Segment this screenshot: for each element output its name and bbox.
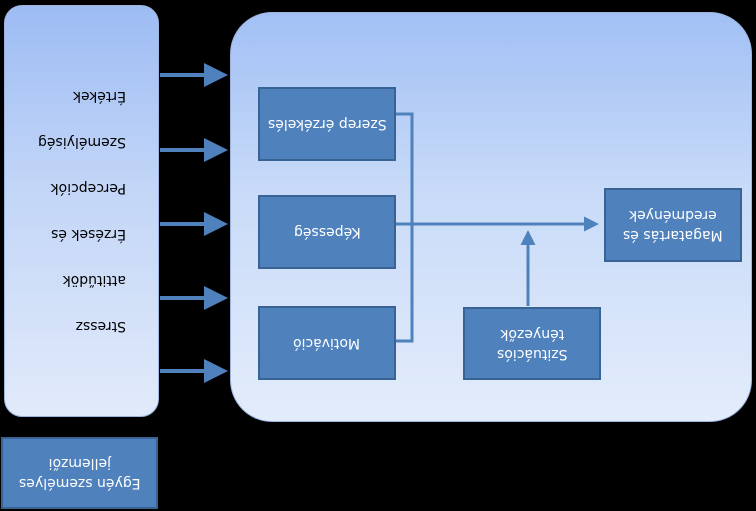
- situational-factors-box: Szituációs tényezők: [463, 307, 601, 380]
- personal-characteristics-box: Egyén személyes jellemzői: [1, 437, 158, 509]
- connector-role-perception: [396, 112, 414, 224]
- ability-box: Képesség: [258, 195, 396, 269]
- connector-motivation: [396, 224, 414, 343]
- role-perception-box: Szerep érzékelés: [258, 87, 396, 161]
- individual-factors-panel: [4, 5, 159, 417]
- motivation-box: Motiváció: [258, 306, 396, 380]
- behavior-outcomes-box: Magatartás és eredmények: [604, 188, 742, 262]
